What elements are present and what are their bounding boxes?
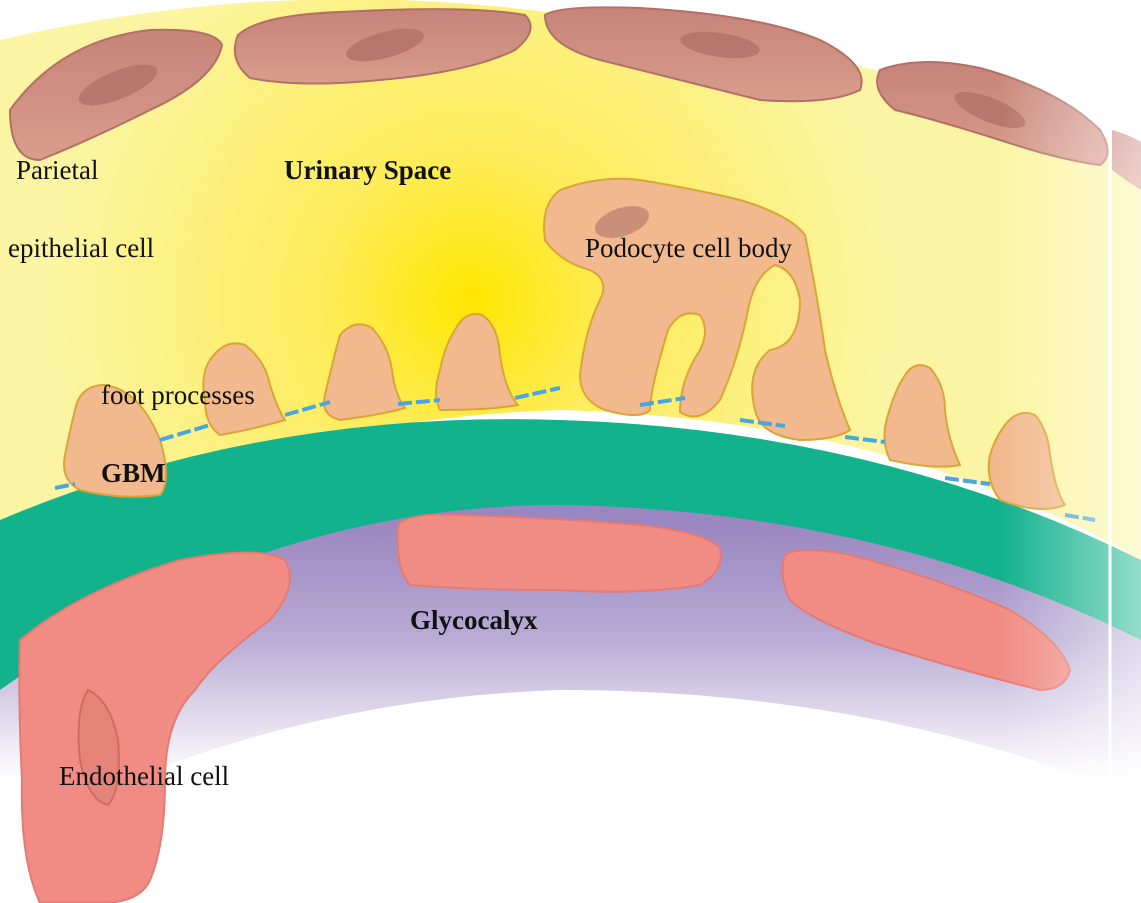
gbm-label: GBM (101, 460, 166, 487)
glycocalyx-label: Glycocalyx (410, 607, 537, 634)
foot-processes-label: foot processes (101, 382, 255, 409)
right-edge-fade (1000, 0, 1141, 903)
urinary-space-label: Urinary Space (284, 157, 451, 184)
endothelial-cell-label: Endothelial cell (59, 763, 229, 790)
parietal-epithelial-cell-label-line2: epithelial cell (8, 235, 154, 262)
parietal-epithelial-cell-label: Parietal (16, 157, 98, 184)
podocyte-cell-body-label: Podocyte cell body (585, 235, 792, 262)
